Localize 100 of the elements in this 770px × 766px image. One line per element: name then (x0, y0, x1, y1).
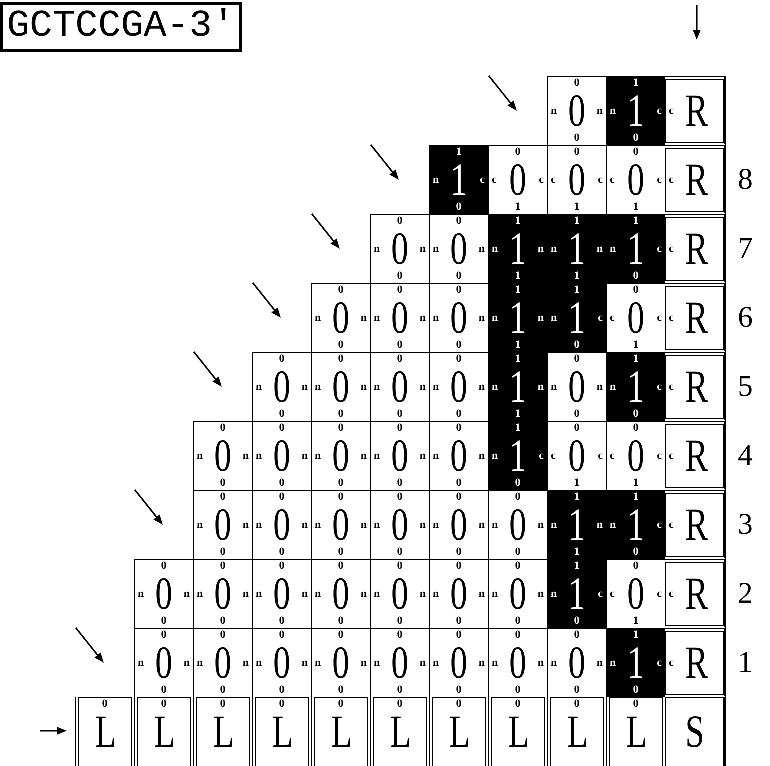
bond-label: n (256, 451, 262, 462)
bond-label: 0 (219, 630, 227, 641)
bond-label: 0 (101, 699, 109, 710)
boundary-tile (606, 697, 666, 766)
bond-label: 0 (396, 699, 404, 710)
bond-label: n (492, 520, 498, 531)
tile-label: L (567, 711, 587, 753)
tile-label: L (213, 711, 233, 753)
bond-label: 0 (455, 202, 463, 213)
tile-value: 0 (508, 642, 528, 684)
tile-value: 0 (567, 90, 587, 132)
bond-label: 0 (514, 561, 522, 572)
row-number: 7 (738, 234, 753, 264)
bond-label: c (598, 175, 603, 186)
bond-label: n (492, 313, 498, 324)
tile-value: 1 (567, 573, 587, 615)
bond-label: 0 (278, 423, 286, 434)
bond-label: 1 (573, 478, 581, 489)
tile (606, 76, 666, 146)
tile-value: 0 (390, 297, 410, 339)
bond-label: n (478, 244, 485, 255)
tile (547, 76, 607, 146)
bond-label: 1 (632, 354, 640, 365)
bond-label: 1 (514, 271, 522, 282)
bond-label: 0 (396, 271, 404, 282)
bond-label: 1 (514, 202, 522, 213)
bond-label: 0 (396, 409, 404, 420)
tile-value: 1 (567, 297, 587, 339)
tile-value: 0 (449, 228, 469, 270)
tile-value: 1 (508, 228, 528, 270)
bond-label: 0 (396, 616, 404, 627)
bond-label: 0 (396, 216, 404, 227)
bond-label: 0 (219, 478, 227, 489)
bond-label: c (657, 313, 662, 324)
bond-label: c (480, 175, 485, 186)
bond-label: 1 (573, 547, 581, 558)
tile-value: 0 (567, 642, 587, 684)
bond-label: 0 (455, 354, 463, 365)
bond-label: n (420, 451, 426, 462)
tile-value: 0 (272, 435, 292, 477)
bond-label: n (433, 313, 440, 324)
bond-label: 0 (278, 616, 286, 627)
bond-label: 0 (455, 340, 463, 351)
bond-label: 0 (632, 147, 640, 158)
bond-label: 0 (455, 561, 463, 572)
bond-label: n (478, 313, 485, 324)
bond-label: n (315, 658, 322, 669)
tile-value: 0 (213, 435, 233, 477)
bond-label: 0 (337, 340, 345, 351)
bond-label: 0 (396, 685, 404, 696)
tile-value: 0 (626, 159, 646, 201)
bond-label: 0 (455, 547, 463, 558)
bond-label: n (315, 520, 322, 531)
tile-value: 0 (508, 573, 528, 615)
bond-label: n (256, 658, 262, 669)
tile (193, 421, 253, 491)
bond-label: n (433, 175, 440, 186)
bond-label: c (657, 382, 662, 393)
bond-label: n (197, 589, 204, 600)
bond-label: 0 (455, 409, 463, 420)
bond-label: n (315, 382, 322, 393)
bond-label: n (256, 382, 262, 393)
bond-label: n (360, 313, 367, 324)
bond-label: 0 (160, 630, 168, 641)
bond-label: n (374, 313, 380, 324)
bond-label: n (374, 658, 380, 669)
bond-label: n (492, 382, 498, 393)
tile-value: 0 (331, 573, 351, 615)
bond-label: 1 (632, 78, 640, 89)
tile-label: S (684, 711, 704, 753)
bond-label: 0 (278, 547, 286, 558)
bond-label: n (492, 658, 498, 669)
bond-label: 0 (455, 216, 463, 227)
bond-label: 0 (396, 340, 404, 351)
bond-label: 1 (455, 147, 463, 158)
bond-label: 0 (573, 133, 581, 144)
bond-label: 0 (337, 354, 345, 365)
bond-label: 0 (514, 699, 522, 710)
tile-value: 0 (272, 504, 292, 546)
bond-label: 0 (396, 423, 404, 434)
bond-label: n (242, 589, 249, 600)
bond-label: 0 (219, 699, 227, 710)
bond-label: 0 (632, 133, 640, 144)
bond-label: 1 (514, 216, 522, 227)
tile-value: 0 (272, 642, 292, 684)
bond-label: 0 (337, 630, 345, 641)
bond-label: 0 (455, 423, 463, 434)
bond-label: n (596, 520, 603, 531)
boundary-tile (665, 421, 726, 491)
bond-label: 0 (573, 630, 581, 641)
tile-value: 1 (626, 228, 646, 270)
tile-label: L (331, 711, 351, 753)
bond-label: 1 (632, 216, 640, 227)
bond-label: 0 (514, 492, 522, 503)
bond-label: 0 (396, 492, 404, 503)
bond-label: 0 (278, 492, 286, 503)
tile-label: L (626, 711, 646, 753)
tile (606, 214, 666, 284)
bond-label: c (669, 451, 674, 462)
boundary-tile (665, 145, 726, 215)
